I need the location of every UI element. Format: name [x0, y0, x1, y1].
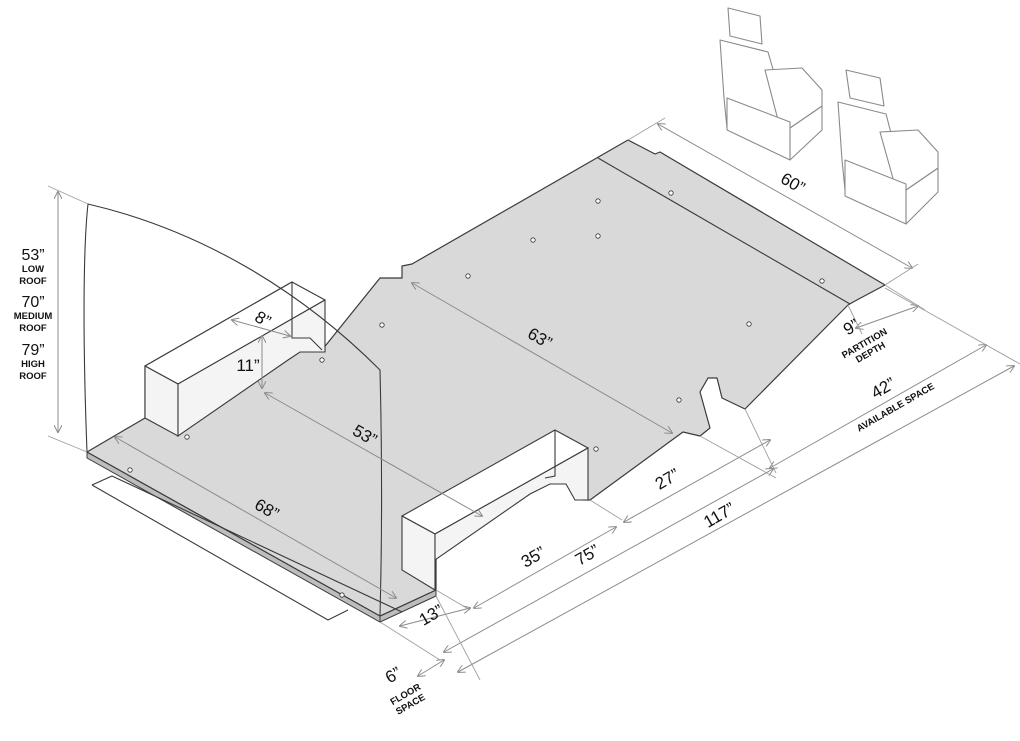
medium-roof-value: 70” — [21, 294, 44, 311]
dim-floor-75: 75” — [572, 541, 603, 570]
dim-available-space: 42” — [868, 374, 899, 403]
low-roof-label-1: LOW — [22, 264, 44, 275]
front-seat-right — [837, 69, 939, 225]
front-seat-left — [719, 7, 823, 161]
dim-rear-section: 27” — [652, 465, 683, 494]
dim-cab-length: 60” — [777, 169, 808, 198]
low-roof-value: 53” — [21, 247, 44, 264]
medium-roof-label-2: ROOF — [19, 323, 47, 334]
high-roof-value: 79” — [21, 342, 44, 359]
dim-wheelwell-to-rear: 35” — [518, 543, 549, 572]
medium-roof-label-1: MEDIUM — [14, 311, 53, 322]
high-roof-label-2: ROOF — [19, 371, 47, 382]
high-roof-label-1: HIGH — [21, 359, 45, 370]
dim-partition-depth: 9” — [840, 315, 863, 339]
dim-wheelwell-height: 11” — [236, 356, 260, 375]
dim-floor-space: 6” — [382, 663, 405, 687]
low-roof-label-2: ROOF — [19, 276, 47, 287]
dim-wheelwell-front: 13” — [416, 601, 447, 630]
dim-total-length: 117” — [700, 499, 738, 532]
